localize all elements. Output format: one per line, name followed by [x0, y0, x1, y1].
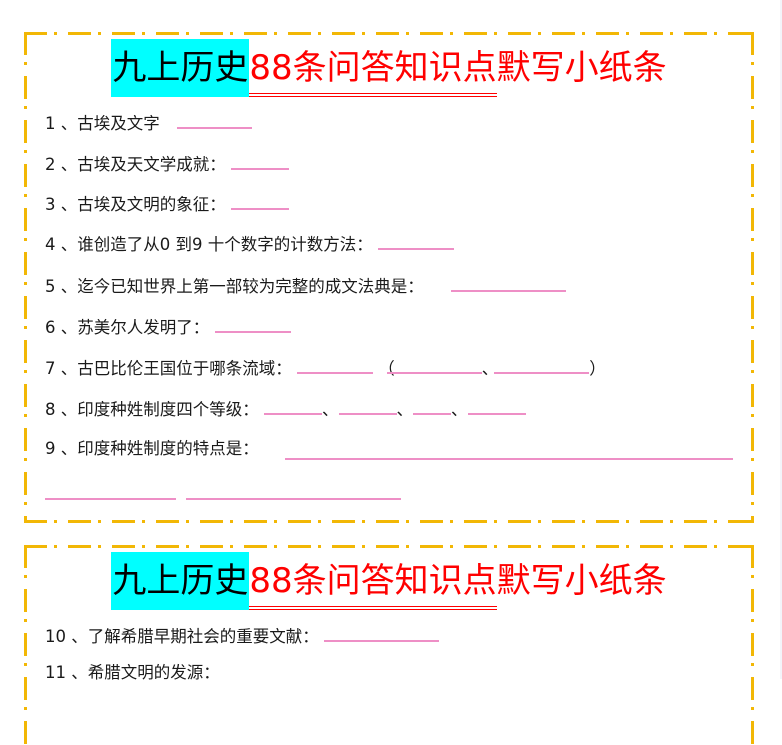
answer-blank[interactable]	[285, 458, 733, 460]
answer-blank[interactable]	[386, 356, 482, 374]
question-2: 2 、古埃及天文学成就：	[45, 152, 289, 176]
answer-blank[interactable]	[378, 232, 454, 250]
title-rest: 默写小纸条	[496, 561, 667, 601]
question-9: 9 、印度种姓制度的特点是：	[45, 439, 259, 458]
title-rest: 默写小纸条	[496, 48, 667, 88]
answer-blank[interactable]	[214, 315, 291, 333]
answer-blank[interactable]	[413, 397, 451, 415]
question-7: 7 、古巴比伦王国位于哪条流域： （、）	[45, 356, 606, 380]
answer-blank[interactable]	[467, 397, 526, 415]
note-card-2: 九上历史88条问答知识点默写小纸条 10 、了解希腊早期社会的重要文献： 11 …	[24, 545, 754, 745]
card-border-right	[751, 32, 754, 523]
answer-blank[interactable]	[494, 356, 590, 374]
card-border-top	[24, 32, 754, 35]
question-8: 8 、印度种姓制度四个等级： 、、、	[45, 397, 526, 421]
question-11: 11 、希腊文明的发源：	[45, 663, 220, 682]
answer-blank[interactable]	[177, 111, 252, 129]
answer-blank[interactable]	[338, 397, 397, 415]
title-underlined: 88条问答知识点	[249, 43, 497, 97]
card-border-left	[24, 32, 27, 523]
page-title: 九上历史88条问答知识点默写小纸条	[24, 39, 754, 97]
answer-blank[interactable]	[231, 152, 289, 170]
answer-blank[interactable]	[186, 498, 401, 500]
answer-blank[interactable]	[264, 397, 322, 415]
answer-blank[interactable]	[324, 624, 439, 642]
question-3: 3 、古埃及文明的象征：	[45, 192, 289, 216]
card-border-bottom	[24, 520, 754, 523]
question-5: 5 、迄今已知世界上第一部较为完整的成文法典是：	[45, 274, 566, 298]
title-underlined: 88条问答知识点	[249, 556, 497, 610]
card-border-right	[751, 545, 754, 745]
page-title: 九上历史88条问答知识点默写小纸条	[24, 552, 754, 610]
question-1: 1 、古埃及文字	[45, 111, 252, 135]
scrollbar-track[interactable]	[780, 0, 782, 679]
note-card-1: 九上历史88条问答知识点默写小纸条 1 、古埃及文字 2 、古埃及天文学成就： …	[24, 32, 754, 523]
question-10: 10 、了解希腊早期社会的重要文献：	[45, 624, 439, 648]
answer-blank[interactable]	[45, 498, 176, 500]
question-4: 4 、谁创造了从0 到9 十个数字的计数方法：	[45, 232, 454, 256]
question-6: 6 、苏美尔人发明了：	[45, 315, 291, 339]
card-border-top	[24, 545, 754, 548]
card-border-left	[24, 545, 27, 745]
title-highlight: 九上历史	[111, 39, 250, 97]
answer-blank[interactable]	[451, 274, 566, 292]
title-highlight: 九上历史	[111, 552, 250, 610]
answer-blank[interactable]	[297, 356, 373, 374]
answer-blank[interactable]	[231, 192, 289, 210]
